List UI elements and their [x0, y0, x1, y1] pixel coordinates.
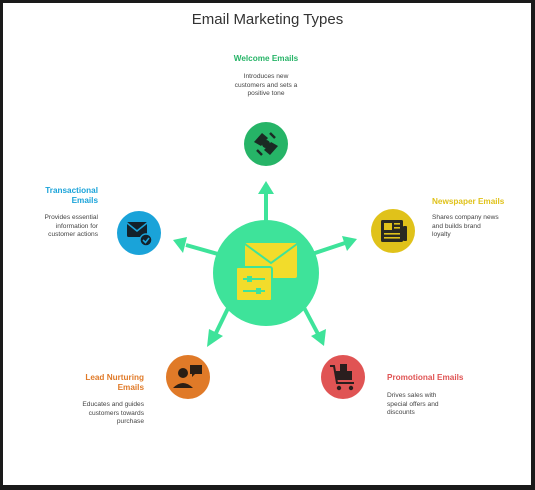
welcome-title: Welcome Emails [233, 54, 299, 63]
page-title: Email Marketing Types [191, 11, 344, 28]
lead-title-line: Emails [117, 383, 144, 392]
center-hub [213, 220, 319, 326]
email-document-icon [235, 243, 298, 302]
transactional-title-line: Emails [71, 196, 98, 205]
transactional-description-line: information for [55, 222, 98, 230]
newspaper-icon [381, 220, 407, 242]
lead-title-line: Lead Nurturing [85, 373, 144, 382]
welcome-node [244, 122, 288, 166]
newspaper-description-line: and builds brand [432, 222, 481, 230]
welcome-description: Introduces new customers and sets a posi… [211, 73, 321, 99]
promotional-node [321, 355, 365, 399]
lead-description: Educates and guides customers towards pu… [54, 401, 144, 427]
welcome-description-line: customers and sets a [234, 81, 298, 89]
newspaper-description: Shares company news and builds brand loy… [432, 214, 527, 240]
promotional-description-line: discounts [387, 409, 415, 417]
promotional-description: Drives sales with special offers and dis… [387, 392, 487, 418]
welcome-description-line: Introduces new [243, 73, 289, 80]
welcome-description-line: positive tone [247, 90, 285, 98]
promotional-description-line: special offers and [387, 400, 439, 408]
promotional-description-line: Drives sales with [387, 392, 437, 399]
promotional-title: Promotional Emails [387, 373, 464, 382]
transactional-title: Transactional Emails [18, 186, 98, 206]
mail-check-icon [126, 222, 153, 247]
lead-node [166, 355, 210, 399]
transactional-node [117, 211, 161, 255]
lead-title: Lead Nurturing Emails [64, 373, 144, 393]
transactional-title-line: Transactional [45, 186, 98, 195]
lead-description-line: customers towards [88, 409, 144, 417]
transactional-description-line: Provides essential [44, 214, 98, 221]
user-speaking-icon [173, 365, 202, 388]
lead-description-line: Educates and guides [82, 401, 144, 408]
lead-description-line: purchase [116, 418, 144, 426]
transactional-description-line: customer actions [48, 231, 98, 239]
shopping-cart-icon [330, 364, 354, 391]
newspaper-description-line: Shares company news [432, 214, 499, 221]
newspaper-title: Newspaper Emails [432, 197, 505, 206]
transactional-description: Provides essential information for custo… [18, 214, 98, 240]
handshake-icon [254, 132, 278, 156]
newspaper-node [371, 209, 415, 253]
newspaper-description-line: loyalty [432, 231, 451, 239]
